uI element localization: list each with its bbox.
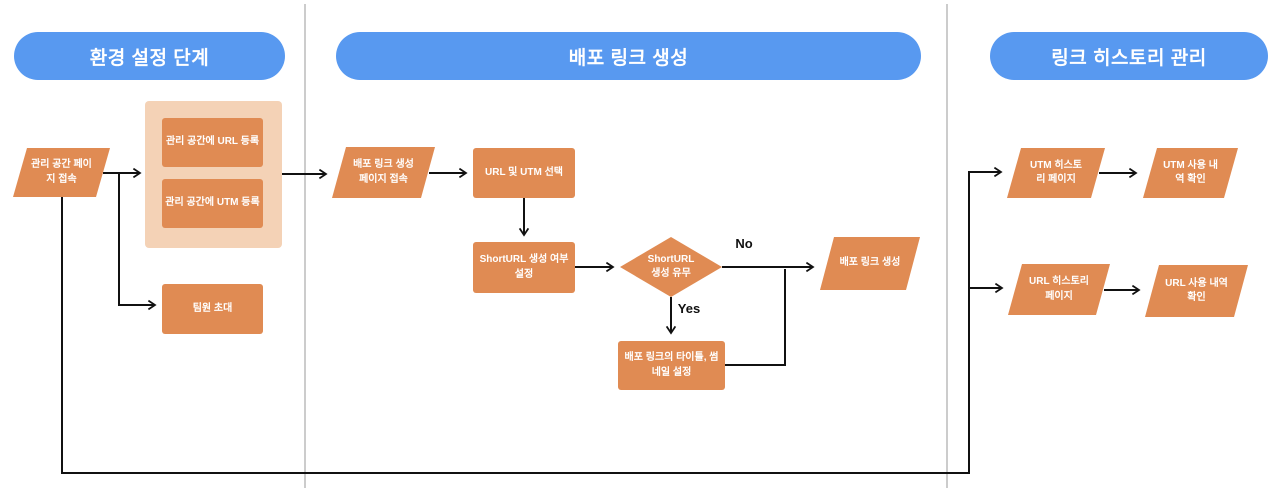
node-title-thumbnail-label: 배포 링크의 타이틀, 썸 네일 설정 bbox=[624, 352, 719, 378]
section-header-deploy-label: 배포 링크 생성 bbox=[568, 47, 689, 69]
node-title-thumbnail: 배포 링크의 타이틀, 썸 네일 설정 bbox=[618, 341, 725, 390]
edge-loop-to-utm-history bbox=[61, 166, 1003, 474]
decision-shorturl-label: ShortURL 생성 유무 bbox=[647, 253, 695, 280]
section-divider-2 bbox=[946, 4, 948, 488]
node-select-url-utm: URL 및 UTM 선택 bbox=[473, 148, 575, 198]
section-header-setup: 환경 설정 단계 bbox=[14, 32, 285, 80]
node-create-deploy-link-label: 배포 링크 생성 bbox=[839, 257, 901, 269]
node-shorturl-setting: ShortURL 생성 여부 설정 bbox=[473, 242, 575, 293]
node-invite-team-label: 팀원 초대 bbox=[192, 302, 233, 314]
node-deploy-page-access: 배포 링크 생성 페이지 접속 bbox=[332, 147, 435, 198]
section-header-history: 링크 히스토리 관리 bbox=[990, 32, 1268, 80]
section-header-setup-label: 환경 설정 단계 bbox=[89, 47, 210, 69]
node-url-usage-check-label: URL 사용 내역 확인 bbox=[1165, 277, 1228, 303]
node-utm-history-page-label: UTM 히스토 리 페이지 bbox=[1029, 159, 1083, 185]
section-divider-1 bbox=[304, 4, 306, 488]
edge-access-to-invite bbox=[118, 173, 157, 311]
node-url-history-page: URL 히스토리 페이지 bbox=[1008, 264, 1110, 315]
node-manage-space-access-label: 관리 공간 페이 지 접속 bbox=[31, 159, 92, 185]
node-url-usage-check: URL 사용 내역 확인 bbox=[1145, 265, 1248, 317]
edge-thumbnail-join bbox=[725, 269, 786, 366]
node-shorturl-setting-label: ShortURL 생성 여부 설정 bbox=[479, 254, 569, 280]
section-header-history-label: 링크 히스토리 관리 bbox=[1051, 47, 1207, 69]
node-register-utm: 관리 공간에 UTM 등록 bbox=[162, 179, 263, 228]
node-manage-space-access: 관리 공간 페이 지 접속 bbox=[13, 148, 110, 197]
section-header-deploy: 배포 링크 생성 bbox=[336, 32, 921, 80]
node-select-url-utm-label: URL 및 UTM 선택 bbox=[485, 166, 563, 178]
node-utm-usage-check: UTM 사용 내 역 확인 bbox=[1143, 148, 1238, 198]
edge-label-yes: Yes bbox=[677, 301, 701, 316]
node-url-history-page-label: URL 히스토리 페이지 bbox=[1029, 276, 1089, 302]
node-invite-team: 팀원 초대 bbox=[162, 284, 263, 334]
node-utm-history-page: UTM 히스토 리 페이지 bbox=[1007, 148, 1105, 198]
node-utm-usage-check-label: UTM 사용 내 역 확인 bbox=[1163, 159, 1218, 185]
edge-label-no: No bbox=[735, 236, 753, 251]
node-register-url-label: 관리 공간에 URL 등록 bbox=[165, 136, 260, 148]
node-register-utm-label: 관리 공간에 UTM 등록 bbox=[165, 197, 260, 209]
node-register-url: 관리 공간에 URL 등록 bbox=[162, 118, 263, 167]
node-deploy-page-access-label: 배포 링크 생성 페이지 접속 bbox=[353, 159, 414, 185]
node-create-deploy-link: 배포 링크 생성 bbox=[820, 237, 920, 290]
